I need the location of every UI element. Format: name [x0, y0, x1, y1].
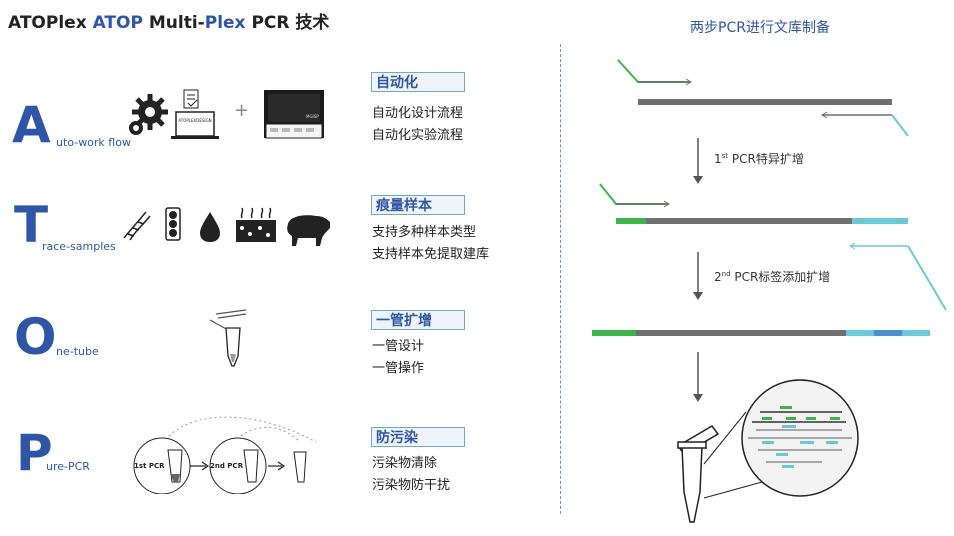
section-divider	[560, 44, 561, 514]
automation-icons: ATOPLEXDESIGN + MGISP	[129, 89, 324, 139]
instrument-text: MGISP	[306, 114, 319, 119]
reverse-primer-1	[891, 114, 909, 137]
tag-trace-samples: 痕量样本	[371, 195, 465, 215]
line-contaminant-removal: 污染物清除	[372, 456, 438, 471]
sample-icons	[123, 207, 330, 246]
blood-drop-icon	[200, 212, 220, 242]
step1-label: 1st PCR特异扩增	[714, 152, 804, 166]
word-trace-samples: race-samples	[42, 240, 116, 253]
product2-teal-a	[846, 330, 874, 336]
tag-anti-contamination: 防污染	[371, 427, 465, 447]
laptop-text: ATOPLEXDESIGN	[178, 118, 211, 123]
forward-primer-2	[599, 183, 668, 205]
dna-icon	[123, 211, 151, 241]
product2-grey	[636, 330, 846, 336]
library-tube-icon	[676, 425, 720, 523]
line-no-extraction: 支持样本免提取建库	[372, 247, 490, 262]
pig-icon	[287, 215, 330, 246]
line-one-tube-design: 一管设计	[372, 339, 425, 354]
template-strand	[638, 99, 892, 105]
letter-a: A	[12, 96, 51, 154]
word-one-tube: ne-tube	[56, 345, 99, 358]
forward-primer-1	[617, 59, 690, 83]
tissue-icon	[236, 207, 276, 242]
tag-automation: 自动化	[371, 72, 465, 92]
product1-grey	[646, 218, 852, 224]
pcr2-label: 2nd PCR	[210, 462, 244, 470]
two-step-pcr-diagram	[592, 59, 946, 523]
plus-sign: +	[234, 100, 249, 121]
page-title: ATOPlex ATOP Multi-Plex PCR 技术	[8, 8, 329, 33]
instrument-icon: MGISP	[264, 90, 324, 139]
laptop-icon: ATOPLEXDESIGN	[171, 89, 219, 139]
letter-o: O	[14, 308, 57, 366]
line-auto-experiment: 自动化实验流程	[372, 128, 464, 143]
word-pure-pcr: ure-PCR	[46, 460, 90, 473]
product2-teal-b	[902, 330, 930, 336]
letter-p: P	[16, 424, 53, 482]
line-sample-types: 支持多种样本类型	[372, 225, 477, 240]
line-contaminant-interference: 污染物防干扰	[372, 478, 451, 493]
title-suffix: PCR 技术	[245, 13, 330, 33]
title-prefix: ATOPlex	[8, 13, 93, 33]
library-magnifier	[741, 379, 859, 497]
pcr1-label: 1st PCR	[134, 462, 165, 470]
product2-blue	[874, 330, 902, 336]
word-auto-work-flow: uto-work flow	[56, 136, 131, 149]
title-plex: Plex	[204, 13, 246, 33]
right-panel-title: 两步PCR进行文库制备	[690, 20, 830, 36]
line-auto-design: 自动化设计流程	[372, 106, 464, 121]
tube-icon	[209, 309, 247, 367]
reverse-primer-2	[907, 245, 946, 311]
step2-label: 2nd PCR标签添加扩增	[714, 270, 831, 284]
pure-pcr-icons: 1st PCR 2nd PCR	[133, 416, 317, 494]
letter-t: T	[14, 196, 49, 254]
title-mid: Multi-	[142, 13, 205, 33]
swab-card-icon	[165, 207, 181, 241]
gear-icon	[129, 94, 168, 135]
product1-teal	[852, 218, 908, 224]
tag-one-tube: 一管扩增	[371, 310, 465, 330]
title-atop: ATOP	[92, 13, 143, 33]
product2-green	[592, 330, 636, 336]
line-one-tube-operation: 一管操作	[372, 361, 425, 376]
product1-green	[616, 218, 646, 224]
